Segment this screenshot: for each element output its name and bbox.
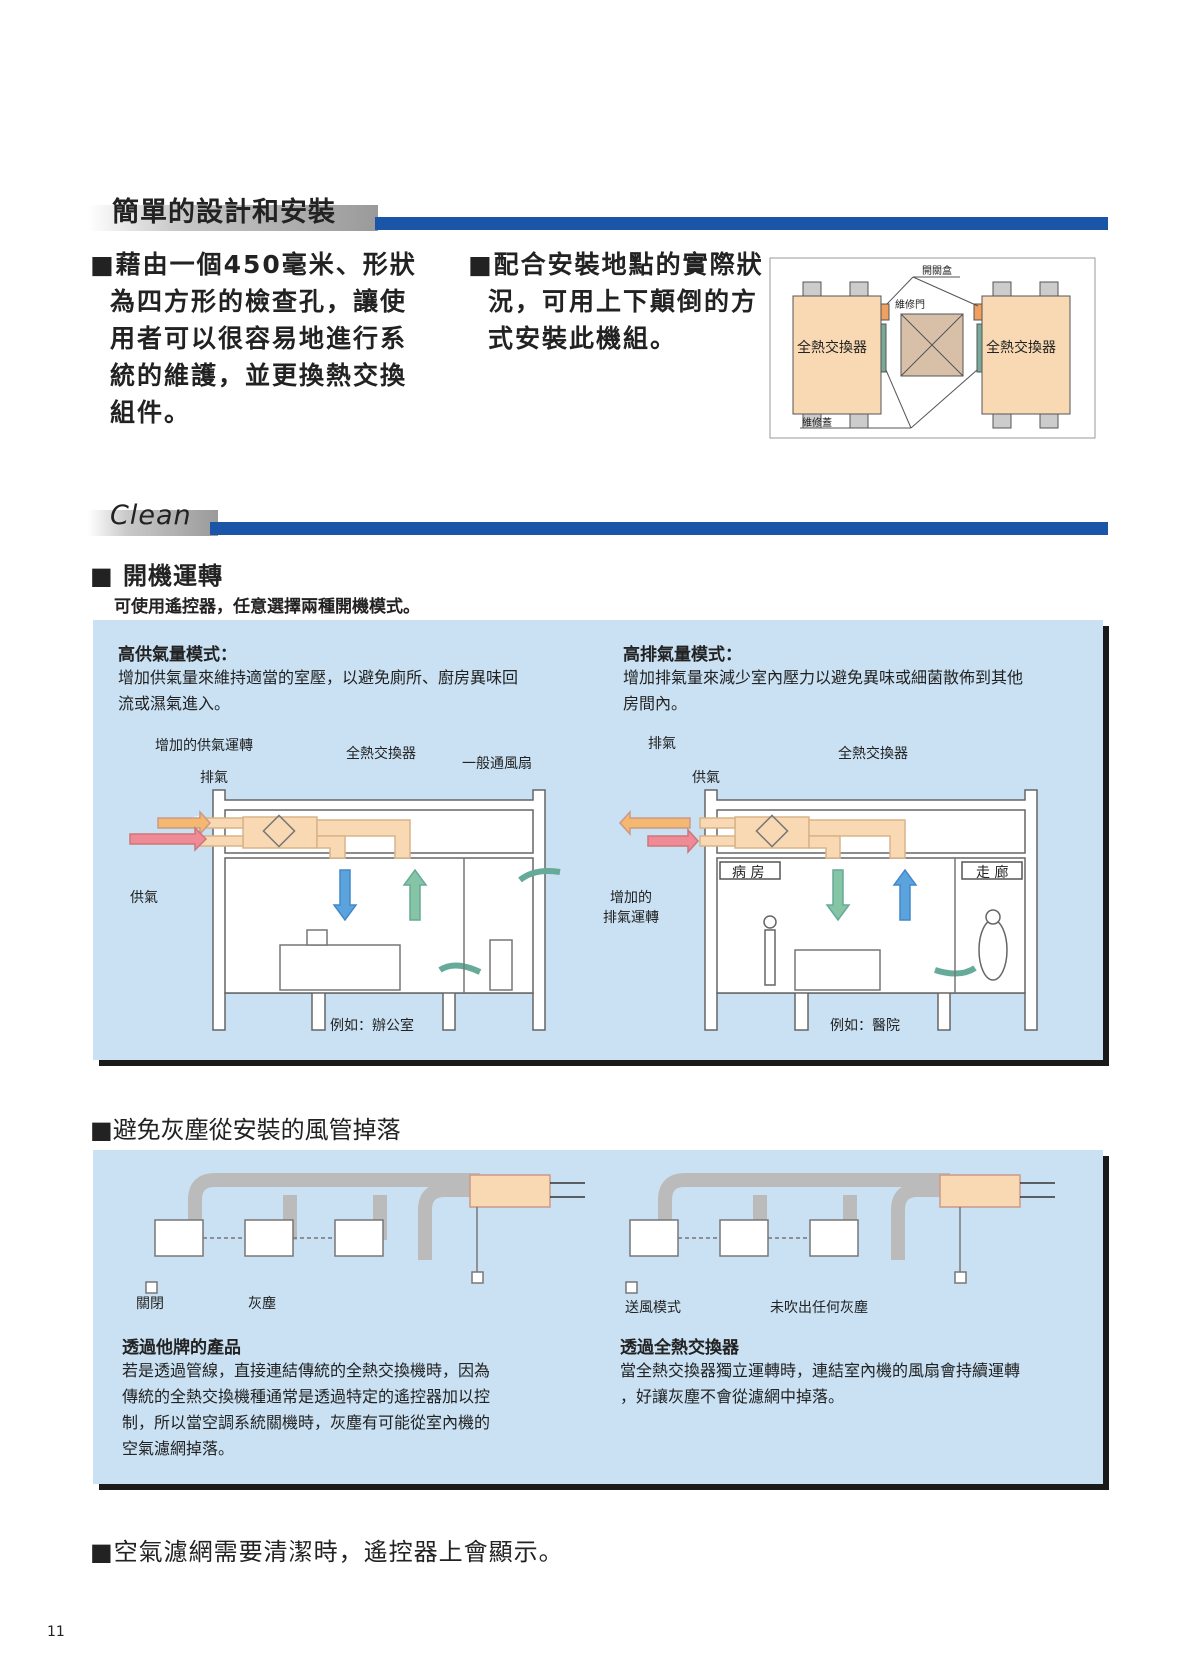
label-dust: 灰塵 [248,1296,276,1312]
hospital-diagram [618,789,1038,1031]
label-increase-exhaust-1: 增加的 [610,890,652,906]
label-increase-exhaust-2: 排氣運轉 [603,910,659,926]
label-supply: 供氣 [130,890,158,906]
high-supply-title: 高供氣量模式： [118,645,237,665]
section-title-design: 簡單的設計和安裝 [112,197,336,228]
office-diagram [129,789,561,1031]
high-supply-text: 增加供氣量來維持適當的室壓，以避免廁所、廚房異味回流或濕氣進入。 [118,668,519,713]
dust-diagram-right [625,1173,1055,1294]
dust-panel [93,1150,1103,1484]
bullet-square: ■ [468,250,494,279]
install-diagram [769,257,1096,439]
label-switch-box: 開關盒 [922,266,952,277]
label-hrv: 全熱交換器 [346,746,416,762]
label-fan: 一般通風扇 [462,756,532,772]
startup-subtitle: 可使用遙控器，任意選擇兩種開機模式。 [114,597,420,617]
label-no-dust: 未吹出任何灰塵 [770,1300,868,1316]
label-unit-right: 全熱交換器 [986,340,1056,356]
other-brand-title: 透過他牌的產品 [122,1338,241,1358]
filter-note: ■空氣濾網需要清潔時，遙控器上會顯示。 [90,1538,564,1566]
bullet-inspection-hole: ■藉由一個450毫米、形狀 為四方形的檢查孔，讓使 用者可以很容易地進行系 統的… [90,250,417,427]
label-off: 關閉 [136,1296,164,1312]
label-service-cover: 維修蓋 [802,418,832,429]
section-title-clean: Clean [110,500,192,531]
label-exhaust: 排氣 [200,770,228,786]
label-increase-supply: 增加的供氣運轉 [155,738,253,754]
other-brand-text: 若是透過管線，直接連結傳統的全熱交換機時，因為傳統的全熱交換機種通常是透過特定的… [122,1361,491,1458]
section-header-bg [88,205,378,231]
startup-heading: ■ 開機運轉 [90,562,224,590]
bullet-upside-down: ■配合安裝地點的實際狀 況，可用上下顛倒的方 式安裝此機組。 [468,250,764,353]
section-header-bg [88,510,218,536]
label-exhaust: 排氣 [648,736,676,752]
label-example-hospital: 例如：醫院 [830,1018,900,1034]
dust-heading: ■避免灰塵從安裝的風管掉落 [90,1116,401,1144]
section-header-bar [375,217,1108,230]
label-example-office: 例如：辦公室 [330,1018,414,1034]
label-fan-mode: 送風模式 [625,1300,681,1316]
bullet-square: ■ [90,250,116,279]
label-supply: 供氣 [692,770,720,786]
hrv-title: 透過全熱交換器 [620,1338,739,1358]
section-header-bar [210,522,1108,535]
label-service-door: 維修門 [895,300,925,311]
hrv-text: 當全熱交換器獨立運轉時，連結室內機的風扇會持續運轉，好讓灰塵不會從濾網中掉落。 [620,1361,1021,1406]
label-ward: 病 房 [732,865,765,881]
high-exhaust-text: 增加排氣量來減少室內壓力以避免異味或細菌散佈到其他房間內。 [623,668,1024,713]
high-exhaust-title: 高排氣量模式： [623,645,742,665]
label-hrv: 全熱交換器 [838,746,908,762]
label-unit-left: 全熱交換器 [797,340,867,356]
page-number: 11 [47,1624,65,1640]
dust-diagram-left [145,1173,585,1294]
label-corridor: 走 廊 [976,865,1009,881]
